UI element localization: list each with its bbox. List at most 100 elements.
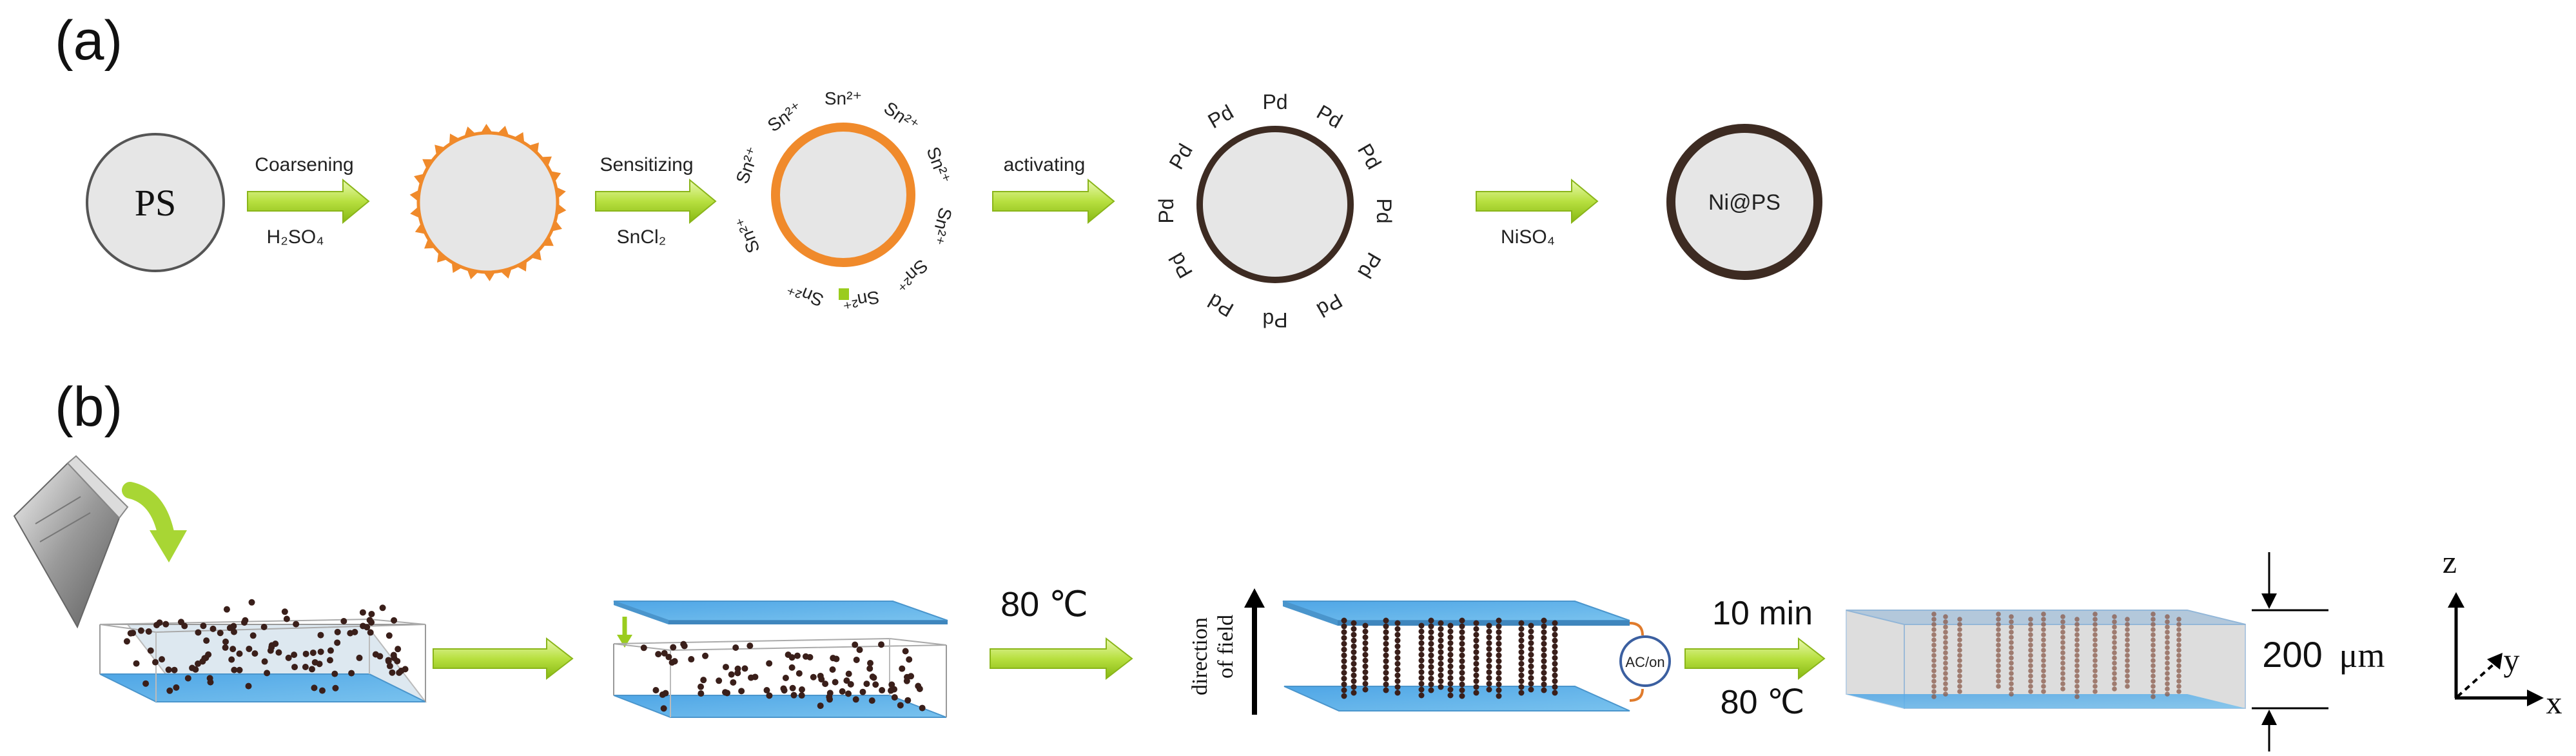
chain-particle xyxy=(2112,619,2117,624)
chain-particle xyxy=(1438,643,1444,650)
axis-z-label: z xyxy=(2443,544,2457,580)
particle xyxy=(822,681,829,688)
chain-particle xyxy=(2060,686,2065,691)
chain-particle xyxy=(1473,672,1479,679)
particle xyxy=(291,664,298,671)
chain-particle xyxy=(2165,630,2170,635)
chain-particle xyxy=(1394,678,1401,684)
chain-particle xyxy=(1518,672,1525,679)
particle xyxy=(127,630,134,637)
chain-particle xyxy=(1473,690,1479,696)
coarsening-bump xyxy=(541,156,552,167)
chain-particle xyxy=(2151,637,2156,642)
chain-particle xyxy=(2093,637,2098,642)
particle xyxy=(766,660,773,667)
chain-particle xyxy=(1473,637,1479,644)
coarsening-bump xyxy=(464,126,476,137)
chain-particle xyxy=(1541,652,1547,659)
ac-label: AC/on xyxy=(1625,654,1664,670)
chain-particle xyxy=(2009,614,2014,619)
chain-particle xyxy=(1447,663,1454,670)
chain-particle xyxy=(1473,678,1479,684)
chain-particle xyxy=(1931,653,1937,658)
coarsening-bumps xyxy=(409,124,567,281)
chain-particle xyxy=(1418,681,1425,687)
particle xyxy=(826,696,834,703)
chain-particle xyxy=(2074,689,2080,694)
chain-particle xyxy=(1341,623,1347,630)
chain-particle xyxy=(1496,693,1502,699)
particle xyxy=(166,687,173,694)
chain-particle xyxy=(1351,661,1357,667)
chain-particle xyxy=(1552,690,1558,696)
chain-particle xyxy=(2074,663,2080,668)
chain-particle xyxy=(2176,632,2181,637)
chain-particle xyxy=(1486,686,1492,693)
chain-particle xyxy=(2093,622,2098,627)
particle xyxy=(385,657,392,664)
chain-particle xyxy=(2074,648,2080,653)
particle xyxy=(275,649,282,656)
chain-particle xyxy=(1362,634,1369,641)
chain-particle xyxy=(1383,652,1389,659)
chain-particle xyxy=(2151,679,2156,684)
chain-particle xyxy=(1931,694,1937,699)
chain-particle xyxy=(2165,671,2170,676)
chain-particle xyxy=(2060,666,2065,671)
chain-particle xyxy=(1447,628,1454,635)
particle xyxy=(389,669,396,676)
chain-particle xyxy=(1383,658,1389,664)
chain-particle xyxy=(1518,684,1525,690)
particle xyxy=(888,681,895,688)
chain-particle xyxy=(1931,617,1937,622)
coarsening-bump xyxy=(543,235,554,246)
chain-particle xyxy=(2165,619,2170,624)
particle xyxy=(334,628,341,635)
chain-particle xyxy=(1473,684,1479,690)
pd-label: Pd xyxy=(1262,90,1287,114)
particle xyxy=(798,686,805,693)
chain-particle xyxy=(1394,661,1401,667)
coordinate-axes: z y x xyxy=(2443,544,2562,721)
coarsening-bump xyxy=(500,268,512,279)
chain-particle xyxy=(1428,623,1434,630)
sensitizing-arrow: Sensitizing SnCl₂ xyxy=(595,154,717,248)
chain-particle xyxy=(1459,652,1465,659)
chain-particle xyxy=(1528,686,1534,693)
field-label-line1: direction xyxy=(1188,617,1212,695)
chain-particle xyxy=(2041,617,2046,622)
chain-particle xyxy=(1541,681,1547,688)
heating-temp-label: 80 ℃ xyxy=(1000,585,1088,624)
axis-x-label: x xyxy=(2546,684,2562,721)
particle xyxy=(752,673,759,681)
chain-particle xyxy=(1438,666,1444,673)
pd-label: Pd xyxy=(1353,249,1386,283)
particle xyxy=(919,704,926,711)
particle xyxy=(236,650,243,657)
chain-particle xyxy=(1957,663,1962,668)
particle xyxy=(222,638,229,645)
chain-particle xyxy=(1428,652,1434,659)
particle xyxy=(217,630,224,637)
coarsening-arrow: Coarsening H₂SO₄ xyxy=(247,154,370,248)
chain-particle xyxy=(2041,622,2046,627)
chain-particle xyxy=(1341,681,1347,688)
chain-particle xyxy=(2125,627,2130,632)
particle xyxy=(817,702,824,710)
chain-particle xyxy=(2041,653,2046,658)
thickness-value: 200 xyxy=(2262,634,2322,675)
chain-particle xyxy=(2176,617,2181,622)
chain-particle xyxy=(1541,670,1547,676)
chain-particle xyxy=(1996,653,2001,658)
chain-particle xyxy=(2112,666,2117,671)
chain-particle xyxy=(1931,684,1937,689)
chain-particle xyxy=(2041,627,2046,632)
chain-particle xyxy=(1447,634,1454,641)
particle xyxy=(394,657,401,664)
chain-particle xyxy=(1496,617,1502,624)
sn-ion-label: Sn²⁺ xyxy=(784,278,826,311)
chain-particle xyxy=(1341,646,1347,653)
chain-particle xyxy=(2093,679,2098,684)
chain-particle xyxy=(1341,675,1347,682)
particle xyxy=(859,688,866,695)
